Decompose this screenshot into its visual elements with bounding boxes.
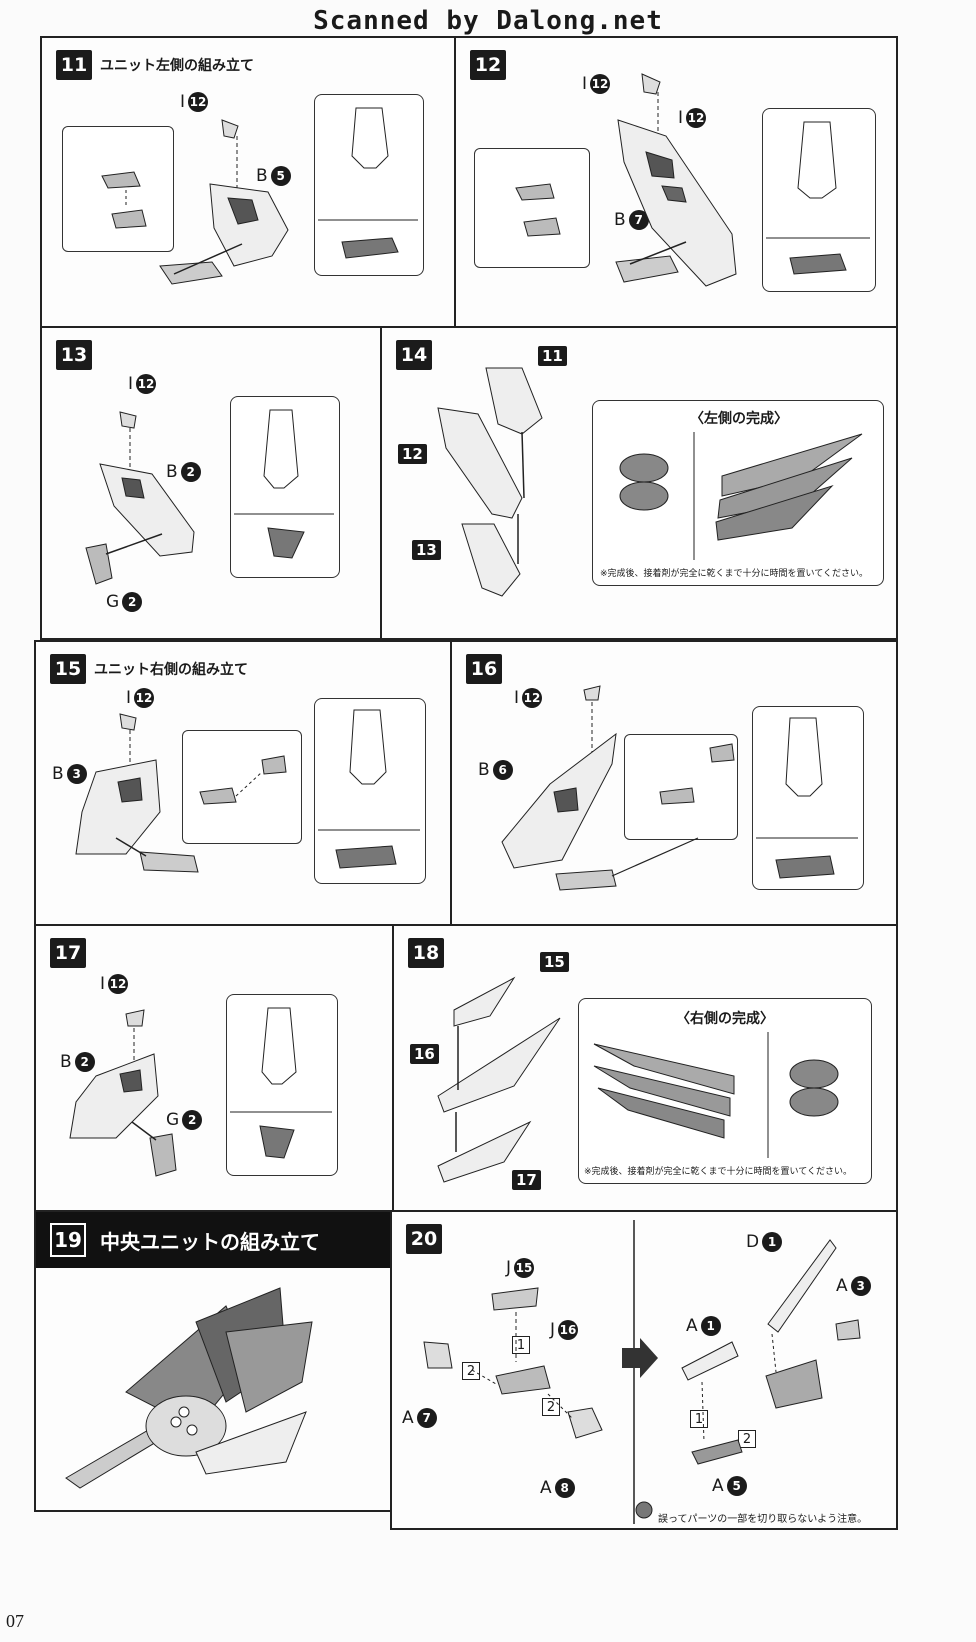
- assembly-illustration: [437, 367, 863, 597]
- assembly-illustration: [501, 685, 858, 891]
- step-14-number: 14: [396, 340, 432, 370]
- scanned-by-watermark: Scanned by Dalong.net: [313, 6, 663, 36]
- left-complete-title: 〈左側の完成〉: [690, 411, 788, 427]
- step-16-number: 16: [466, 654, 502, 684]
- step-ref-15: 15: [540, 952, 569, 972]
- step-ref-13: 13: [412, 540, 441, 560]
- step-ref-12: 12: [398, 444, 427, 464]
- step-ref-16: 16: [410, 1044, 439, 1064]
- step-ref-17: 17: [512, 1170, 541, 1190]
- right-complete-title: 〈右側の完成〉: [676, 1011, 774, 1027]
- step-19-header: 19 中央ユニットの組み立て: [36, 1212, 394, 1268]
- cure-time-note: ※完成後、接着剤が完全に乾くまで十分に時間を置いてください。: [600, 569, 869, 579]
- step-15-number: 15: [50, 654, 86, 684]
- central-unit-illustration: [65, 1287, 313, 1489]
- step-13-number: 13: [56, 340, 92, 370]
- step-11-title: ユニット左側の組み立て: [100, 58, 254, 74]
- step-19-number: 19: [50, 1223, 86, 1257]
- cure-time-note: ※完成後、接着剤が完全に乾くまで十分に時間を置いてください。: [584, 1167, 853, 1177]
- step-20-number: 20: [406, 1224, 442, 1254]
- step-15-title: ユニット右側の組み立て: [94, 662, 248, 678]
- part-callout-box: [182, 730, 302, 844]
- step-14-panel: 14 11 12 13 〈左側の完成〉 ※完成後、接着剤が完全に乾くまで十分に時…: [380, 326, 898, 640]
- step-17-number: 17: [50, 938, 86, 968]
- step-11-number: 11: [56, 50, 92, 80]
- step-19-title: 中央ユニットの組み立て: [100, 1229, 320, 1254]
- order-marker: 2: [738, 1430, 756, 1448]
- assembly-illustration: [75, 709, 420, 873]
- assembly-illustration: [437, 976, 839, 1183]
- caution-note: 誤ってパーツの一部を切り取らないよう注意。: [658, 1514, 868, 1525]
- order-marker: 2: [542, 1398, 560, 1416]
- assembly-illustration: [515, 73, 870, 287]
- step-16-panel: 16 I12 B6 I11 H2: [450, 640, 898, 926]
- step-ref-11: 11: [538, 346, 567, 366]
- step-19-panel: 19 中央ユニットの組み立て: [34, 1210, 394, 1512]
- assembly-illustration: [423, 1220, 861, 1524]
- assembly-illustration: [85, 409, 334, 585]
- page-number: 07: [6, 1611, 24, 1631]
- order-marker: 2: [462, 1362, 480, 1380]
- step-18-panel: 18 15 16 17 〈右側の完成〉 ※完成後、接着剤が完全に乾くまで十分に時…: [392, 924, 898, 1212]
- part-callout-box: [474, 148, 590, 268]
- step-12-panel: 12 I12 I12 H2 B7 I11: [454, 36, 898, 328]
- step-18-number: 18: [408, 938, 444, 968]
- assembly-illustration: [69, 1007, 332, 1177]
- step-12-number: 12: [470, 50, 506, 80]
- assembly-illustration: [101, 107, 418, 285]
- part-callout-box: [62, 126, 174, 252]
